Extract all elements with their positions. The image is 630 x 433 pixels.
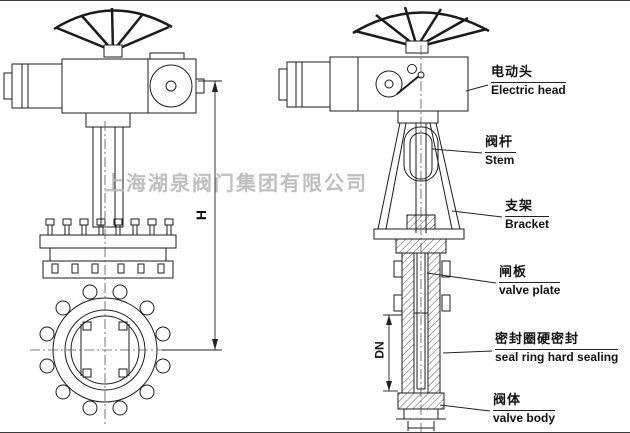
valve-body-side: [393, 252, 451, 431]
bonnet-flanges: [39, 234, 177, 279]
callout-valve-plate-zh: 闸板: [499, 264, 561, 283]
watermark-text: 上海湖泉阀门集团有限公司: [104, 173, 368, 195]
dimension-h-label: H: [193, 209, 210, 221]
callout-bracket-en: Bracket: [505, 216, 550, 231]
stem-column-front: [85, 112, 131, 228]
centerlines-front: [30, 121, 182, 425]
dimension-h: [162, 80, 222, 351]
dimension-dn-label: DN: [372, 341, 387, 359]
callout-seal-ring-en: seal ring hard sealing: [495, 349, 619, 364]
callout-electric-head: 电动头 Electric head: [491, 64, 566, 98]
callout-valve-body-zh: 阀体: [493, 392, 556, 411]
leader-lines: [426, 84, 503, 412]
front-view: [3, 7, 205, 425]
callout-electric-head-en: Electric head: [491, 82, 566, 97]
callout-valve-plate-en: valve plate: [499, 282, 561, 297]
handwheel-side: [352, 6, 490, 54]
handwheel-front: [53, 7, 173, 58]
callout-stem-en: Stem: [485, 152, 515, 167]
callout-electric-head-zh: 电动头: [491, 64, 566, 83]
callout-valve-body: 阀体 valve body: [493, 392, 556, 426]
actuator-front: [3, 52, 205, 114]
dimension-dn: [383, 314, 402, 392]
callout-seal-ring-zh: 密封圈硬密封: [495, 331, 619, 350]
callout-valve-body-en: valve body: [493, 410, 556, 425]
actuator-side: [278, 56, 469, 112]
callout-valve-plate: 闸板 valve plate: [499, 264, 561, 298]
callout-bracket: 支架 Bracket: [505, 198, 550, 232]
callout-bracket-zh: 支架: [505, 198, 550, 217]
callout-stem-zh: 阀杆: [485, 134, 517, 153]
callout-seal-ring: 密封圈硬密封 seal ring hard sealing: [495, 331, 619, 365]
callout-stem: 阀杆 Stem: [485, 134, 517, 168]
side-view: [278, 6, 490, 432]
